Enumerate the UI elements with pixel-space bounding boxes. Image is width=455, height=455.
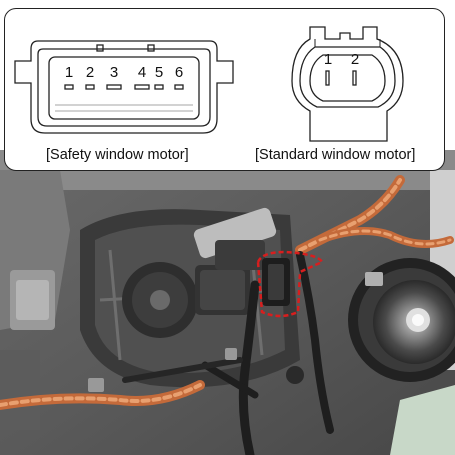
door-speaker-icon — [348, 258, 455, 382]
standard-pin-label: 2 — [350, 51, 360, 68]
safety-pin-label: 3 — [109, 64, 119, 81]
safety-pin-label: 5 — [154, 64, 164, 81]
safety-motor-caption: [Safety window motor] — [46, 147, 189, 163]
safety-motor-connector-icon — [14, 40, 234, 134]
safety-pin-label: 6 — [174, 64, 184, 81]
safety-pin-label: 2 — [85, 64, 95, 81]
connector-highlight-icon — [256, 250, 324, 318]
window-regulator-motor-icon — [122, 207, 277, 338]
standard-motor-connector-icon — [291, 26, 404, 142]
safety-pin-label: 1 — [64, 64, 74, 81]
connector-drawings — [14, 26, 404, 142]
safety-pin-label: 4 — [137, 64, 147, 81]
standard-motor-caption: [Standard window motor] — [255, 147, 416, 163]
wiring-harness-icon — [0, 175, 454, 455]
standard-pin-label: 1 — [323, 51, 333, 68]
connector-callout: 1 2 3 4 5 6 1 2 [Safety window motor] [S… — [4, 8, 445, 171]
